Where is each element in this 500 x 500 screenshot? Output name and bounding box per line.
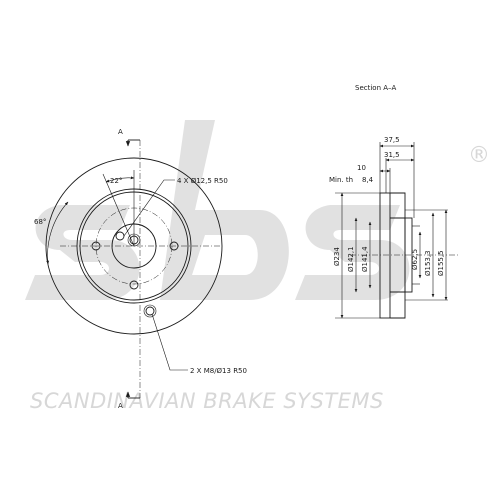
- angle-68: 68°: [34, 218, 46, 226]
- dim-hat-height: 31,5: [384, 151, 400, 159]
- dim-bore-step: Ø153,3: [424, 250, 432, 276]
- section-marker-bottom: A: [118, 402, 123, 410]
- bolt-hole-callout: 4 X Ø12,5 R50: [177, 177, 228, 185]
- front-view: A A 22° 68° 4 X Ø12,5 R50: [34, 128, 247, 410]
- min-thickness-label: Min. th: [329, 176, 353, 184]
- dim-disc-thickness: 10: [357, 164, 366, 172]
- threaded-hole: [145, 306, 155, 316]
- dim-center-bore: Ø62,5: [411, 249, 419, 270]
- dim-friction-inner: Ø142,1: [347, 246, 355, 272]
- threaded-hole: [143, 304, 157, 318]
- threaded-hole-callout: 2 X M8/Ø13 R50: [190, 367, 247, 375]
- section-title: Section A–A: [355, 84, 397, 92]
- dim-outer-diameter: Ø234: [333, 247, 341, 266]
- company-name-watermark: SCANDINAVIAN BRAKE SYSTEMS: [30, 389, 384, 413]
- section-view: Section A–A 37,5 31,5 10 Min. th 8,4: [329, 84, 460, 319]
- section-marker-top: A: [118, 128, 123, 136]
- bolt-hole: [169, 241, 179, 251]
- bolt-hole: [129, 280, 139, 290]
- angle-22: 22°: [110, 177, 122, 185]
- sbs-logo-watermark: [25, 120, 410, 300]
- registered-mark: ®: [468, 143, 490, 168]
- disc-outer-circle: [45, 157, 223, 335]
- bolt-hole: [91, 241, 101, 251]
- dim-overall-height: 37,5: [384, 136, 400, 144]
- bolt-hole: [115, 231, 125, 241]
- dim-outer-step: Ø155,5: [437, 250, 445, 276]
- dim-hat-outer: Ø141,4: [361, 246, 369, 272]
- min-thickness-value: 8,4: [362, 176, 374, 184]
